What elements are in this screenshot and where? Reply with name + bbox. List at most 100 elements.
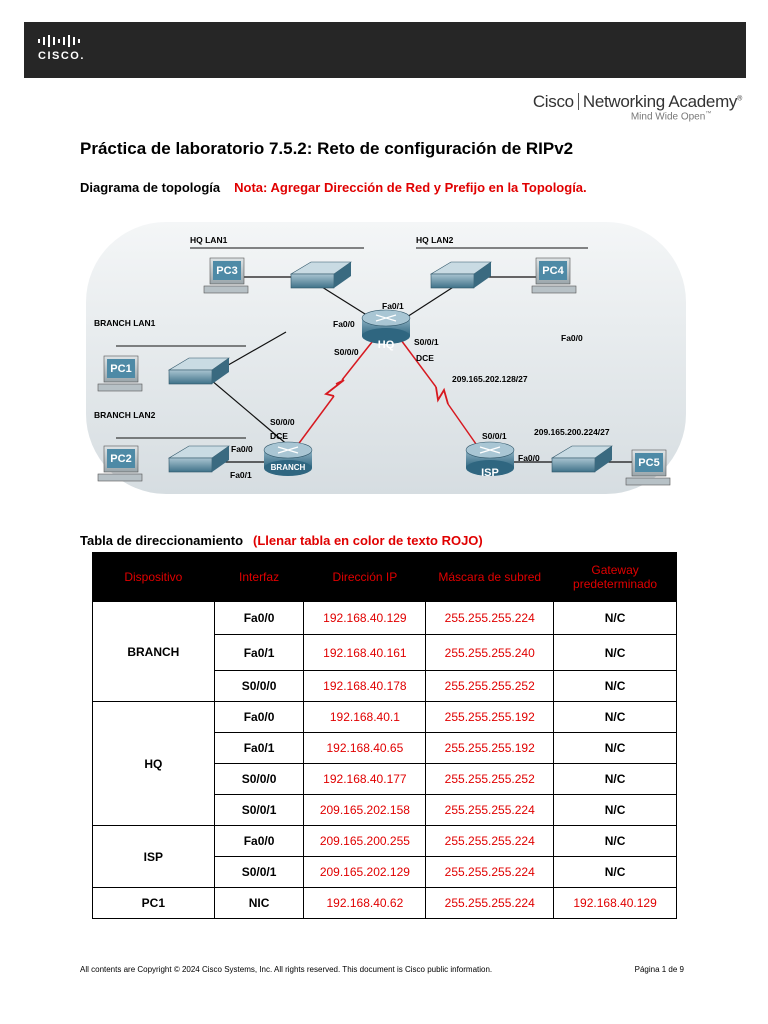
device-cell-branch: BRANCH (93, 602, 215, 702)
ip-cell: 192.168.40.62 (304, 888, 426, 919)
ip-cell: 209.165.202.158 (304, 795, 426, 826)
table-note: (Llenar tabla en color de texto ROJO) (253, 533, 483, 548)
pc2-label: PC2 (110, 453, 131, 465)
branch-lan2-label: BRANCH LAN2 (94, 410, 156, 420)
interface-cell: NIC (214, 888, 304, 919)
interface-cell: Fa0/0 (214, 702, 304, 733)
cisco-logo-word: CISCO. (38, 50, 85, 62)
gateway-cell: N/C (554, 671, 677, 702)
branch-fa00-label: Fa0/0 (231, 444, 253, 454)
mask-cell: 255.255.255.252 (426, 764, 554, 795)
topology-heading: Diagrama de topología (80, 180, 220, 195)
copyright-text: All contents are Copyright © 2024 Cisco … (80, 965, 492, 974)
page-footer: All contents are Copyright © 2024 Cisco … (80, 965, 684, 974)
gateway-cell: N/C (554, 733, 677, 764)
pc1-label: PC1 (110, 363, 131, 375)
pc4-label: PC4 (542, 265, 564, 277)
gateway-cell: 192.168.40.129 (554, 888, 677, 919)
interface-cell: S0/0/1 (214, 857, 304, 888)
table-row: ISP Fa0/0 209.165.200.255 255.255.255.22… (93, 826, 677, 857)
gateway-cell: N/C (554, 857, 677, 888)
topology-diagram: PC3 PC4 PC1 PC2 PC5 HQ BRANCH ISP HQ LAN… (86, 222, 686, 494)
ip-cell: 192.168.40.1 (304, 702, 426, 733)
device-cell-isp: ISP (93, 826, 215, 888)
table-heading-row: Tabla de direccionamiento (Llenar tabla e… (80, 533, 483, 548)
table-row: PC1 NIC 192.168.40.62 255.255.255.224 19… (93, 888, 677, 919)
right-fa00-label: Fa0/0 (561, 333, 583, 343)
mask-cell: 255.255.255.224 (426, 857, 554, 888)
table-header-row: Dispositivo Interfaz Dirección IP Máscar… (93, 553, 677, 602)
mask-cell: 255.255.255.224 (426, 888, 554, 919)
interface-cell: Fa0/0 (214, 602, 304, 635)
hq-lan1-label: HQ LAN1 (190, 235, 228, 245)
interface-cell: Fa0/1 (214, 635, 304, 671)
page-title: Práctica de laboratorio 7.5.2: Reto de c… (80, 139, 573, 159)
addressing-table: Dispositivo Interfaz Dirección IP Máscar… (92, 552, 677, 919)
academy-tagline: Mind Wide Open (631, 111, 705, 122)
hq-isp-network-label: 209.165.202.128/27 (452, 374, 528, 384)
table-heading: Tabla de direccionamiento (80, 533, 243, 548)
topology-note: Nota: Agregar Dirección de Red y Prefijo… (234, 180, 587, 195)
branch-s000-label: S0/0/0 (270, 417, 295, 427)
interface-cell: S0/0/0 (214, 764, 304, 795)
gateway-cell: N/C (554, 795, 677, 826)
academy-trademark: ™ (705, 111, 711, 117)
mask-cell: 255.255.255.240 (426, 635, 554, 671)
interface-cell: S0/0/0 (214, 671, 304, 702)
topology-heading-row: Diagrama de topología Nota: Agregar Direc… (80, 180, 587, 195)
gateway-cell: N/C (554, 826, 677, 857)
header-interface: Interfaz (214, 553, 304, 602)
ip-cell: 192.168.40.178 (304, 671, 426, 702)
mask-cell: 255.255.255.224 (426, 795, 554, 826)
table-row: HQ Fa0/0 192.168.40.1 255.255.255.192 N/… (93, 702, 677, 733)
hq-dce-label: DCE (416, 353, 434, 363)
academy-divider (578, 93, 579, 110)
branch-fa01-label: Fa0/1 (230, 470, 252, 480)
hq-s000-label: S0/0/0 (334, 347, 359, 357)
device-cell-pc1: PC1 (93, 888, 215, 919)
cisco-logo: CISCO. (38, 34, 85, 62)
ip-cell: 209.165.202.129 (304, 857, 426, 888)
hq-fa00-label: Fa0/0 (333, 319, 355, 329)
hq-s001-label: S0/0/1 (414, 337, 439, 347)
isp-lan-network-label: 209.165.200.224/27 (534, 427, 610, 437)
gateway-cell: N/C (554, 635, 677, 671)
mask-cell: 255.255.255.224 (426, 602, 554, 635)
ip-cell: 209.165.200.255 (304, 826, 426, 857)
interface-cell: S0/0/1 (214, 795, 304, 826)
gateway-cell: N/C (554, 602, 677, 635)
interface-cell: Fa0/1 (214, 733, 304, 764)
ip-cell: 192.168.40.65 (304, 733, 426, 764)
branch-lan1-label: BRANCH LAN1 (94, 318, 156, 328)
ip-cell: 192.168.40.129 (304, 602, 426, 635)
table-row: BRANCH Fa0/0 192.168.40.129 255.255.255.… (93, 602, 677, 635)
isp-router-label: ISP (481, 467, 499, 479)
hq-router-label: HQ (378, 339, 395, 351)
mask-cell: 255.255.255.224 (426, 826, 554, 857)
cisco-bars-icon (38, 34, 85, 48)
header-device: Dispositivo (93, 553, 215, 602)
header-gateway: Gateway predeterminado (554, 553, 677, 602)
isp-s001-label: S0/0/1 (482, 431, 507, 441)
networking-academy-logo: Cisco Networking Academy® Mind Wide Open™ (533, 92, 742, 122)
device-cell-hq: HQ (93, 702, 215, 826)
gateway-cell: N/C (554, 702, 677, 733)
academy-brand: Cisco (533, 92, 574, 111)
page-number: Página 1 de 9 (635, 965, 684, 974)
hq-lan2-label: HQ LAN2 (416, 235, 454, 245)
academy-name: Networking Academy (583, 92, 737, 111)
ip-cell: 192.168.40.161 (304, 635, 426, 671)
mask-cell: 255.255.255.252 (426, 671, 554, 702)
header-bar (24, 22, 746, 78)
hq-fa01-label: Fa0/1 (382, 301, 404, 311)
mask-cell: 255.255.255.192 (426, 702, 554, 733)
header-ip: Dirección IP (304, 553, 426, 602)
header-mask: Máscara de subred (426, 553, 554, 602)
isp-fa00-label: Fa0/0 (518, 453, 540, 463)
ip-cell: 192.168.40.177 (304, 764, 426, 795)
pc5-label: PC5 (638, 457, 659, 469)
mask-cell: 255.255.255.192 (426, 733, 554, 764)
academy-registered-mark: ® (737, 95, 742, 102)
pc3-label: PC3 (216, 265, 237, 277)
branch-router-label: BRANCH (271, 463, 306, 472)
